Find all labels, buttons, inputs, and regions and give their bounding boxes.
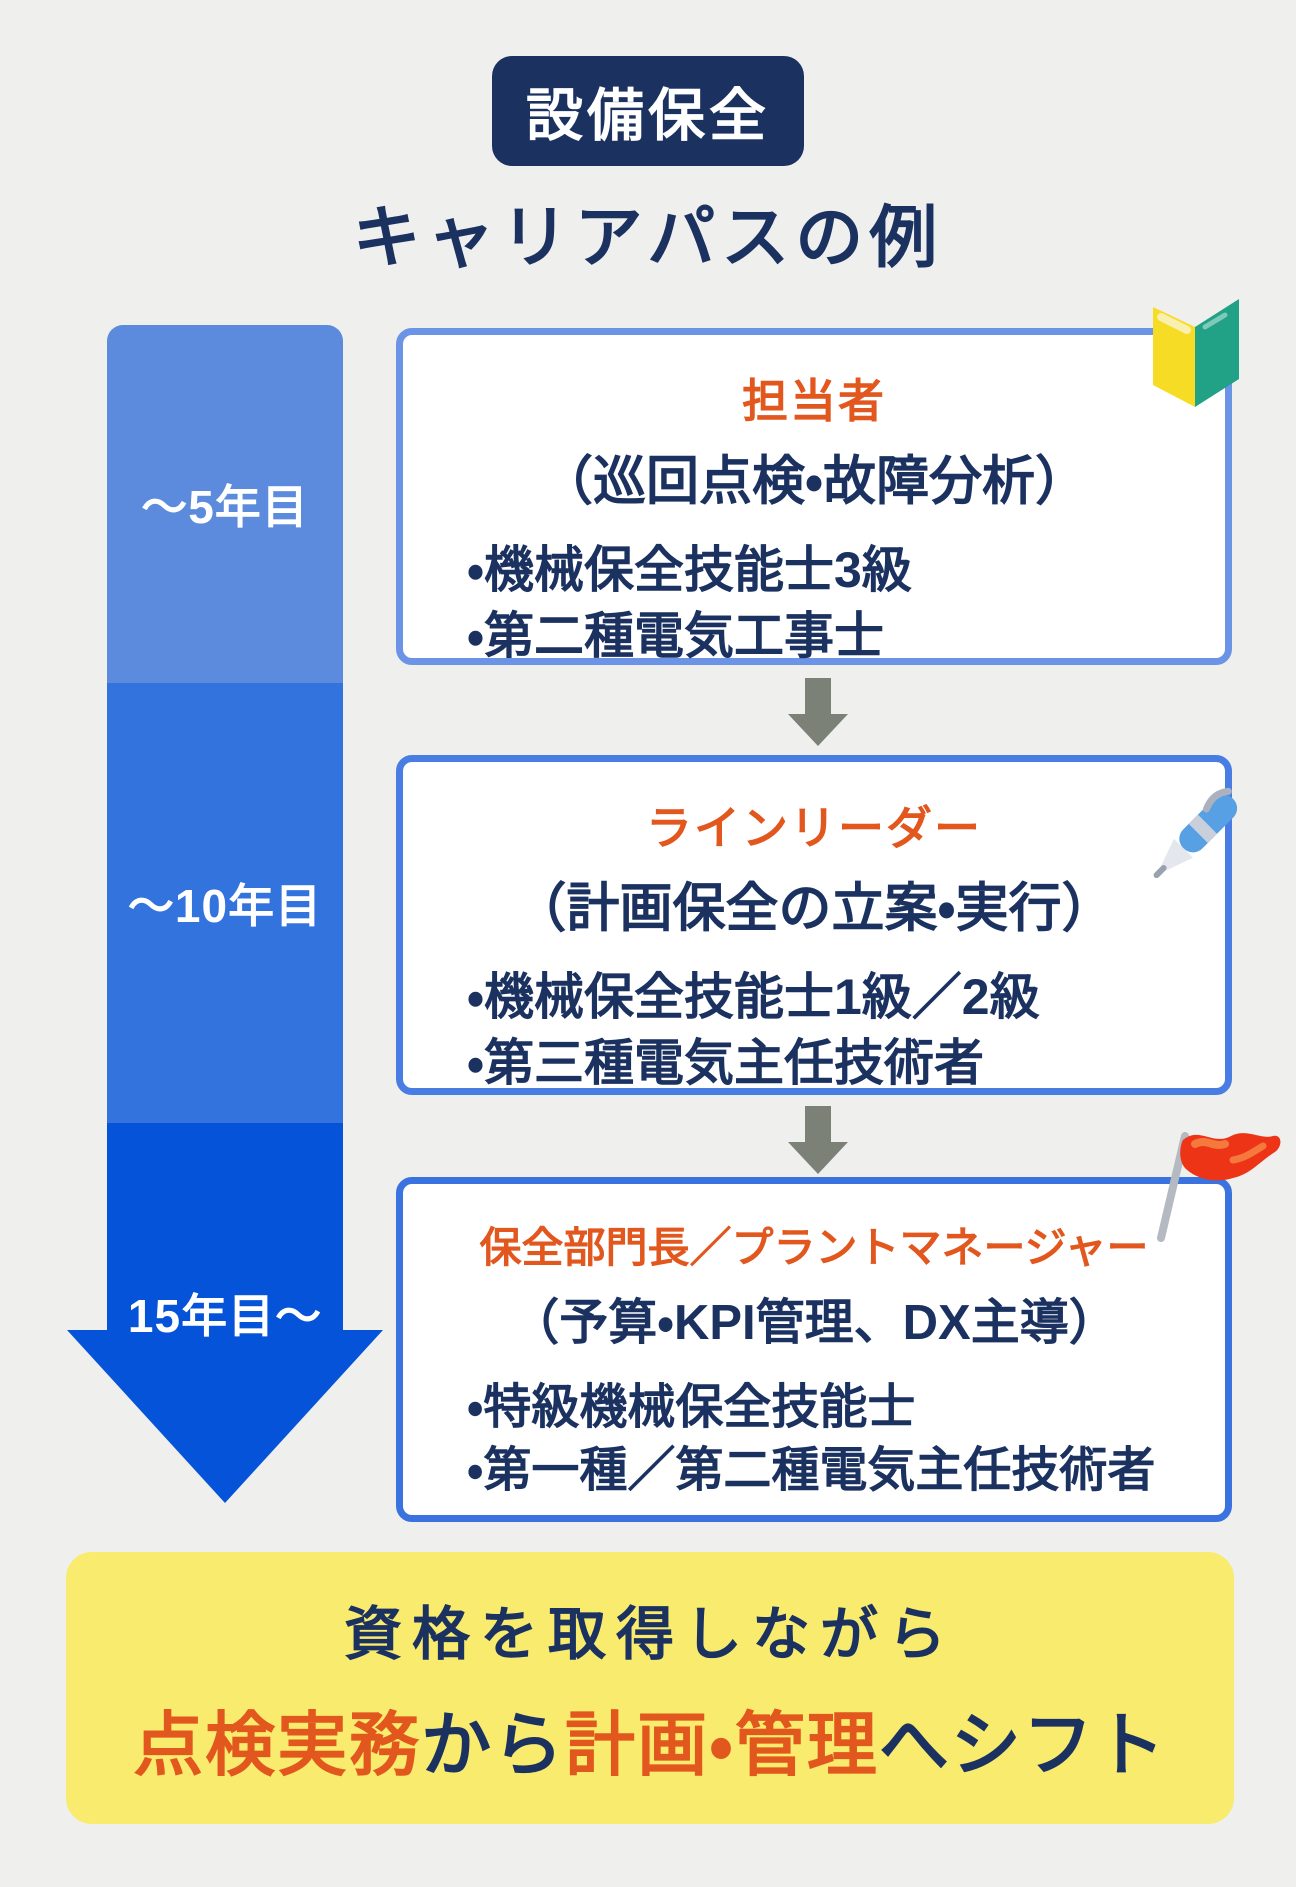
qualification-list: ・特級機械保全技能士 ・第一種／第二種電気主任技術者 — [403, 1376, 1225, 1503]
qualification-item: ・機械保全技能士3級 — [467, 542, 912, 598]
stage-subtitle: （計画保全の立案・実行） — [513, 879, 1115, 938]
timeline-label-2: 〜10年目 — [127, 880, 323, 932]
header: 設備保全 キャリアパスの例 — [0, 56, 1296, 281]
timeline-arrow: 〜5年目 〜10年目 15年目〜 — [67, 325, 383, 1503]
qualification-list: ・機械保全技能士1級／2級 ・第三種電気主任技術者 — [403, 964, 1225, 1096]
summary-line2: 点検実務から計画・管理へシフト — [133, 1689, 1167, 1790]
timeline-label-1: 〜5年目 — [141, 481, 309, 533]
stage-card-3: 保全部門長／プラントマネージャー （予算・KPI管理、DX主導） ・特級機械保全… — [396, 1132, 1281, 1522]
timeline-segment-2: 〜10年目 — [107, 683, 343, 1123]
qualification-item: ・第二種電気工事士 — [467, 608, 884, 664]
stage-card-2: ラインリーダー （計画保全の立案・実行） ・機械保全技能士1級／2級 ・第三種電… — [396, 755, 1238, 1096]
timeline-label-3: 15年目〜 — [127, 1290, 323, 1342]
qualification-item: ・第一種／第二種電気主任技術者 — [467, 1444, 1156, 1498]
qualification-item: ・機械保全技能士1級／2級 — [467, 969, 1040, 1025]
stage-title: 担当者 — [742, 375, 886, 427]
flag-icon — [1151, 1126, 1285, 1252]
summary-emphasis: 計画・管理 — [565, 1705, 879, 1784]
qualification-list: ・機械保全技能士3級 ・第二種電気工事士 — [403, 537, 1225, 669]
stage-card-1: 担当者 （巡回点検・故障分析） ・機械保全技能士3級 ・第二種電気工事士 — [396, 299, 1239, 665]
down-arrow-icon — [786, 1106, 850, 1174]
pen-icon — [1131, 776, 1255, 900]
timeline-segment-1: 〜5年目 — [107, 325, 343, 683]
summary-emphasis: 点検実務 — [133, 1705, 422, 1784]
summary-banner: 資格を取得しながら 点検実務から計画・管理へシフト — [66, 1552, 1234, 1824]
stage-subtitle: （予算・KPI管理、DX主導） — [510, 1296, 1118, 1350]
stage-title: 保全部門長／プラントマネージャー — [479, 1224, 1149, 1271]
stage-subtitle: （巡回点検・故障分析） — [539, 452, 1089, 511]
book-icon — [1145, 293, 1249, 413]
summary-text: へシフト — [878, 1705, 1167, 1784]
timeline-arrowhead-icon — [67, 1330, 383, 1503]
summary-line1: 資格を取得しながら — [343, 1601, 956, 1667]
qualification-item: ・特級機械保全技能士 — [467, 1381, 916, 1434]
category-badge: 設備保全 — [492, 56, 804, 166]
summary-text: から — [421, 1705, 566, 1784]
page-title: キャリアパスの例 — [352, 200, 944, 276]
stage-title: ラインリーダー — [646, 802, 982, 854]
down-arrow-icon — [786, 678, 850, 746]
qualification-item: ・第三種電気主任技術者 — [467, 1035, 984, 1091]
timeline-segment-3: 15年目〜 — [107, 1123, 343, 1342]
